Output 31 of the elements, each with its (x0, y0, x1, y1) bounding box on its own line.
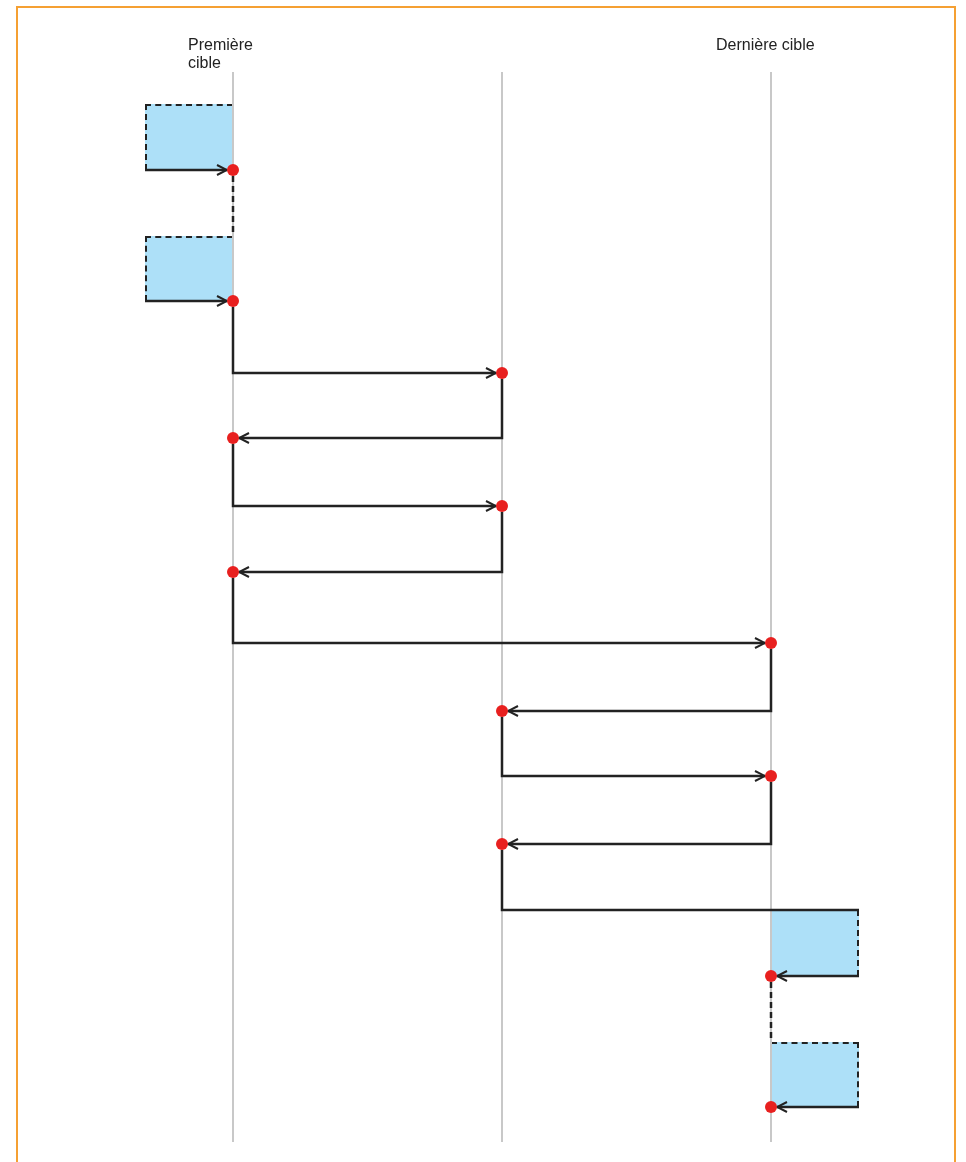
arrow (231, 444, 497, 512)
arrow (507, 649, 773, 717)
arrow (776, 970, 859, 982)
event-dot (227, 164, 239, 176)
lifeline-label: Dernière cible (716, 36, 816, 54)
event-dot (765, 1101, 777, 1113)
arrow (500, 717, 766, 782)
event-dot (765, 770, 777, 782)
shaded-block (771, 910, 859, 976)
connector-line (500, 850, 859, 912)
shaded-block (145, 104, 233, 170)
event-dot (765, 970, 777, 982)
event-dot (496, 705, 508, 717)
arrow (507, 782, 773, 850)
event-dot (227, 295, 239, 307)
arrow (145, 295, 228, 307)
arrow (145, 164, 228, 176)
event-dot (496, 500, 508, 512)
event-dot (496, 838, 508, 850)
event-dot (496, 367, 508, 379)
lifeline-label: Première cible (188, 36, 254, 72)
shaded-block (145, 236, 233, 301)
event-dot (227, 432, 239, 444)
arrow (231, 307, 497, 379)
event-dot (765, 637, 777, 649)
arrow (238, 379, 504, 444)
arrow (776, 1101, 859, 1113)
shaded-block (771, 1042, 859, 1107)
arrow (231, 578, 766, 649)
arrow (238, 512, 504, 578)
event-dot (227, 566, 239, 578)
